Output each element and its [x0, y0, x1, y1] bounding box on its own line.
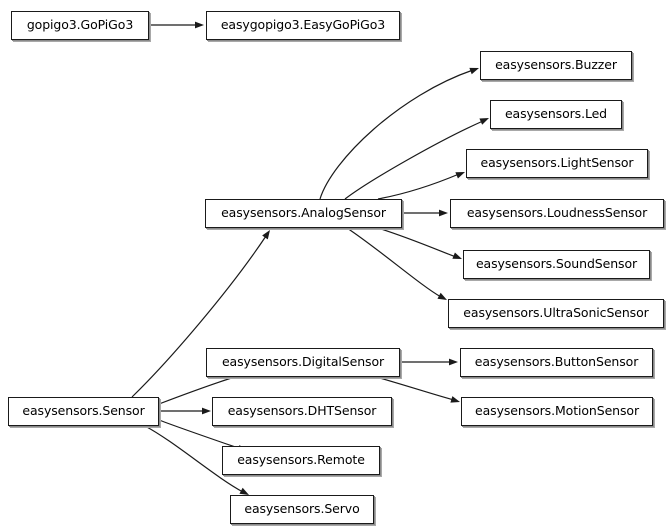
edge-analogsensor-to-lightsensor: [377, 173, 460, 200]
class-node-lightsensor[interactable]: easysensors.LightSensor: [466, 149, 648, 178]
class-node-easygopigo3[interactable]: easygopigo3.EasyGoPiGo3: [206, 11, 400, 40]
class-node-dhtsensor[interactable]: easysensors.DHTSensor: [212, 397, 392, 426]
class-node-sensor[interactable]: easysensors.Sensor: [8, 397, 159, 426]
class-node-label: easysensors.Remote: [237, 452, 365, 468]
class-node-motionsensor[interactable]: easysensors.MotionSensor: [461, 397, 653, 426]
edge-analogsensor-to-buzzer: [319, 69, 474, 200]
arrowhead-digitalsensor-to-motionsensor: [450, 396, 460, 403]
class-node-label: easysensors.LoudnessSensor: [466, 205, 648, 221]
class-node-label: easysensors.UltraSonicSensor: [463, 305, 649, 321]
class-node-label: easygopigo3.EasyGoPiGo3: [220, 17, 386, 33]
class-node-buzzer[interactable]: easysensors.Buzzer: [480, 51, 632, 80]
class-node-label: easysensors.Servo: [244, 501, 360, 517]
arrowhead-analogsensor-to-loudnesssensor: [439, 209, 448, 217]
class-node-digitalsensor[interactable]: easysensors.DigitalSensor: [206, 348, 400, 377]
class-node-label: easysensors.Led: [504, 106, 608, 122]
arrowhead-analogsensor-to-lightsensor: [455, 172, 465, 179]
arrowhead-analogsensor-to-buzzer: [469, 67, 479, 75]
class-node-label: easysensors.Buzzer: [495, 57, 617, 73]
arrowhead-digitalsensor-to-buttonsensor: [449, 358, 458, 366]
class-node-label: easysensors.ButtonSensor: [474, 354, 639, 370]
arrowhead-analogsensor-to-soundsensor: [452, 252, 462, 259]
arrowhead-gopigo3-to-easygopigo3: [195, 21, 204, 29]
edge-analogsensor-to-ultrasonicsensor: [346, 227, 442, 298]
class-node-label: easysensors.AnalogSensor: [221, 205, 386, 221]
class-node-servo[interactable]: easysensors.Servo: [230, 495, 374, 524]
class-node-label: easysensors.DigitalSensor: [221, 354, 385, 370]
class-node-soundsensor[interactable]: easysensors.SoundSensor: [463, 250, 650, 279]
edge-analogsensor-to-led: [344, 120, 484, 200]
arrowhead-sensor-to-dhtsensor: [202, 407, 211, 415]
class-node-remote[interactable]: easysensors.Remote: [222, 446, 380, 475]
class-node-buttonsensor[interactable]: easysensors.ButtonSensor: [460, 348, 653, 377]
class-node-label: easysensors.DHTSensor: [227, 403, 377, 419]
edge-analogsensor-to-soundsensor: [377, 227, 457, 258]
class-node-label: gopigo3.GoPiGo3: [26, 17, 134, 33]
arrowhead-sensor-to-analogsensor: [262, 230, 270, 240]
class-node-gopigo3[interactable]: gopigo3.GoPiGo3: [11, 11, 149, 40]
class-node-led[interactable]: easysensors.Led: [490, 100, 622, 129]
arrowhead-analogsensor-to-ultrasonicsensor: [437, 292, 447, 300]
class-node-label: easysensors.MotionSensor: [475, 403, 639, 419]
class-node-analogsensor[interactable]: easysensors.AnalogSensor: [205, 199, 402, 228]
class-node-ultrasonicsensor[interactable]: easysensors.UltraSonicSensor: [448, 299, 664, 328]
class-node-label: easysensors.SoundSensor: [475, 256, 638, 272]
arrowhead-analogsensor-to-led: [479, 118, 489, 125]
class-node-label: easysensors.Sensor: [22, 403, 145, 419]
class-node-label: easysensors.LightSensor: [480, 155, 634, 171]
class-node-loudnesssensor[interactable]: easysensors.LoudnessSensor: [450, 199, 664, 228]
